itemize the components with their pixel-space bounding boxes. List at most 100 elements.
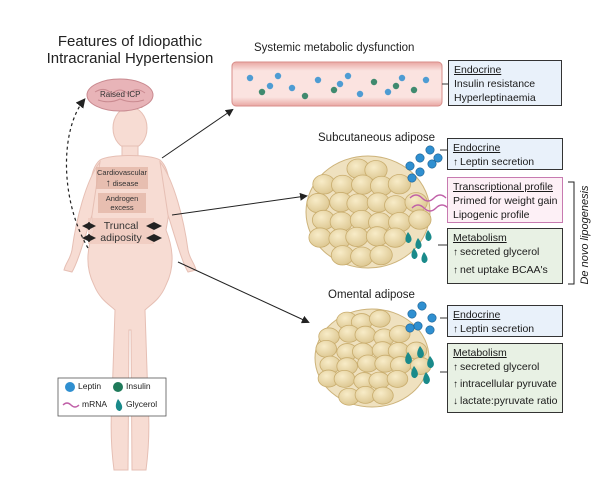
leptin-swatch: [65, 382, 75, 392]
leptin-dot: [417, 301, 427, 311]
leptin-dot: [274, 72, 282, 80]
mrna-squiggle: [411, 204, 449, 212]
glycerol-drop: [411, 366, 418, 379]
leptin-dot: [336, 80, 344, 88]
legend-mrna-label: mRNA: [82, 399, 108, 409]
adipocyte: [306, 193, 330, 214]
leptin-dot: [425, 145, 435, 155]
mrna-swatch: [62, 402, 80, 408]
omental-heading: Omental adipose: [328, 289, 415, 301]
androgen-label: Androgen excess: [105, 194, 139, 212]
glycerol-drop: [417, 346, 424, 359]
leptin-dot: [422, 76, 430, 84]
subcutaneous-secretion-markers: [405, 145, 443, 263]
adipocyte: [408, 209, 432, 230]
truncal-plate: [88, 218, 154, 244]
adipocyte: [354, 325, 377, 344]
adipocyte: [350, 246, 374, 267]
adipocyte: [387, 174, 411, 195]
title-line-2: Intracranial Hypertension: [46, 50, 214, 68]
adipocyte: [345, 226, 369, 247]
cardiovascular-plate: [96, 167, 148, 189]
subcutaneous-metabolism-box: Metabolism secreted glycerol net uptake …: [447, 228, 563, 284]
title-line-1: Features of Idiopathic: [57, 33, 203, 50]
leptin-dot: [427, 313, 437, 323]
insulin-swatch: [113, 382, 123, 392]
glycerol-drop: [421, 252, 428, 263]
subcutaneous-heading: Subcutaneous adipose: [318, 132, 436, 144]
arrow-to-omental: [177, 261, 310, 324]
insulin-dot: [392, 82, 400, 90]
systemic-endocrine-box: Endocrine Insulin resistance Hyperleptin…: [448, 60, 562, 106]
omental-endocrine-box: Endocrine Leptin secretion: [447, 305, 563, 337]
leptin-dot: [266, 82, 274, 90]
leptin-dot: [405, 323, 415, 333]
adipocyte: [383, 227, 407, 248]
leptin-dot: [288, 84, 296, 92]
adipocyte: [330, 245, 354, 266]
adipocyte: [368, 371, 390, 390]
lipogenesis-bracket: [568, 181, 575, 285]
legend-insulin-label: Insulin: [126, 381, 151, 391]
glycerol-drop: [423, 372, 430, 385]
omental-metabolism-box: Metabolism secreted glycerol intracellul…: [447, 343, 563, 413]
insulin-dot: [301, 92, 309, 100]
insulin-dot: [370, 78, 378, 86]
blood-vessel: [231, 61, 443, 107]
glycerol-swatch: [115, 399, 123, 411]
leptin-dot: [407, 309, 417, 319]
subcutaneous-endocrine-box: Endocrine Leptin secretion: [447, 138, 563, 170]
insulin-dot: [410, 86, 418, 94]
truncal-adiposity-label: Truncal adiposity: [100, 220, 142, 245]
adipocyte: [308, 227, 332, 248]
figure-title: Features of Idiopathic Intracranial Hype…: [30, 33, 230, 68]
leptin-dot: [433, 153, 443, 163]
leptin-dot: [398, 74, 406, 82]
insulin-dot: [258, 88, 266, 96]
raised-icp-label: Raised ICP: [100, 90, 141, 99]
truncal-arrows: [82, 222, 162, 242]
leptin-dot: [246, 74, 254, 82]
insulin-dot: [330, 86, 338, 94]
icp-dashed-arrow: [65, 98, 89, 249]
cardiovascular-label: Cardiovascular disease: [96, 168, 148, 189]
adipocyte: [346, 193, 370, 214]
subcutaneous-adipose-cluster: [305, 155, 432, 269]
glycerol-drop: [415, 238, 422, 249]
leptin-dot: [384, 88, 392, 96]
adipocyte: [384, 195, 408, 216]
leptin-dot: [415, 167, 425, 177]
leptin-dot: [427, 159, 437, 169]
leptin-dot: [407, 173, 417, 183]
arrow-to-systemic: [161, 108, 234, 159]
legend-leptin-label: Leptin: [78, 381, 102, 391]
androgen-plate: [98, 193, 146, 213]
adipocyte: [331, 174, 355, 196]
adipocyte: [369, 309, 391, 328]
adipocyte: [315, 339, 337, 358]
adipocyte: [333, 369, 356, 388]
leptin-dot: [415, 153, 425, 163]
legend: [57, 377, 167, 417]
adipocyte: [329, 211, 353, 232]
de-novo-lipogenesis-label: De novo lipogenesis: [579, 185, 591, 285]
leptin-dot: [344, 72, 352, 80]
glycerol-drop: [427, 356, 434, 369]
mrna-squiggle: [409, 194, 447, 202]
leptin-dot: [356, 90, 364, 98]
systemic-heading: Systemic metabolic dysfunction: [254, 42, 415, 54]
omental-secretion-markers: [405, 301, 437, 385]
omental-adipose-cluster: [314, 308, 432, 408]
leptin-dot: [314, 76, 322, 84]
leptin-dot: [405, 161, 415, 171]
brain-icon: [86, 78, 154, 112]
glycerol-drop: [405, 232, 412, 243]
glycerol-drop: [405, 352, 412, 365]
legend-glycerol-label: Glycerol: [126, 399, 158, 409]
adipocyte: [369, 245, 393, 266]
glycerol-drop: [425, 230, 432, 241]
arrow-to-subcutaneous: [171, 192, 308, 216]
glycerol-drop: [411, 248, 418, 259]
